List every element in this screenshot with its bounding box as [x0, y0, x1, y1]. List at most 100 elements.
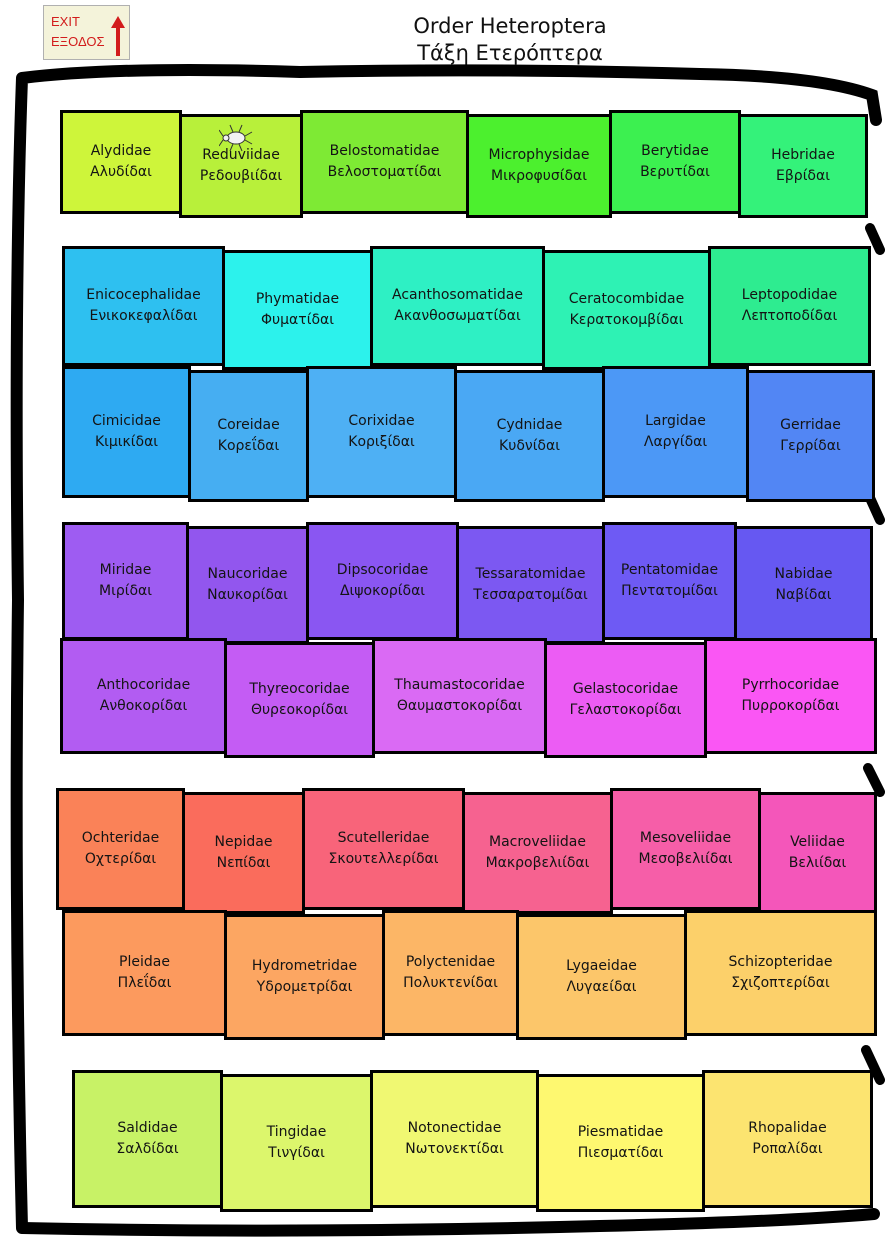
cell-label-en: Tingidae [266, 1124, 327, 1140]
cell-label-gr: Βελιίδαι [788, 855, 847, 871]
cell-label-en: Cydnidae [496, 417, 563, 433]
cell-label-gr: Κερατοκομβίδαι [569, 312, 684, 328]
cell-label-en: Mesoveliidae [639, 830, 732, 846]
cell-label-en: Schizopteridae [728, 954, 833, 970]
cell-label-en: Dipsocoridae [336, 562, 429, 578]
cell-label-gr: Τεσσαρατομίδαι [473, 587, 588, 603]
exit-button[interactable]: EXIT ΕΞΟΔΟΣ [43, 5, 130, 60]
cell-label-gr: Υδρομετρίδαι [256, 979, 353, 995]
cell-label-gr: Ανθοκορίδαι [99, 698, 188, 714]
cell-label-gr: Ακανθοσωματίδαι [394, 308, 521, 324]
player-bug-icon [219, 124, 253, 152]
cell-label-gr: Αλυδίδαι [90, 164, 152, 180]
cell-label-gr: Πολυκτενίδαι [403, 975, 498, 991]
cell-label-en: Hebridae [771, 147, 835, 163]
page-subtitle-greek: Τάξη Ετερόπτερα [417, 41, 603, 65]
cell-label-en: Notonectidae [407, 1120, 502, 1136]
cell-label-en: Berytidae [641, 143, 709, 159]
cell-label-gr: Μικροφυσίδαι [491, 168, 587, 184]
cell-label-en: Acanthosomatidae [392, 287, 523, 303]
cell-label-en: Ochteridae [81, 830, 160, 846]
cell-label-gr: Κιμικίδαι [94, 434, 159, 450]
cell-label-en: Veliidae [790, 834, 845, 850]
cell-label-en: Enicocephalidae [86, 287, 201, 303]
exit-label-en: EXIT [51, 14, 80, 29]
cell-label-en: Piesmatidae [577, 1124, 664, 1140]
cell-label-en: Phymatidae [255, 291, 340, 307]
cell-label-gr: Κοριξίδαι [348, 434, 415, 450]
cell-label-gr: Σκουτελλερίδαι [328, 851, 439, 867]
cell-label-en: Ceratocombidae [568, 291, 685, 307]
cell-label-en: Cimicidae [92, 413, 161, 429]
cell-label-gr: Ναυκορίδαι [207, 587, 288, 603]
cell-label-en: Belostomatidae [329, 143, 440, 159]
cell-label-en: Nabidae [774, 566, 833, 582]
cell-label-gr: Κυδνίδαι [499, 438, 560, 454]
cell-label-gr: Νωτονεκτίδαι [405, 1141, 504, 1157]
cell-label-en: Lygaeidae [566, 958, 637, 974]
cell-label-en: Rhopalidae [748, 1120, 827, 1136]
cell-label-gr: Νεπίδαι [216, 855, 271, 871]
cell-label-en: Pentatomidae [620, 562, 719, 578]
cell-label-en: Thaumastocoridae [394, 677, 525, 693]
cell-label-gr: Γερρίδαι [780, 438, 841, 454]
cell-label-gr: Μεσοβελιίδαι [638, 851, 733, 867]
cell-label-gr: Πυρροκορίδαι [741, 698, 840, 714]
cell-label-gr: Ροπαλίδαι [752, 1141, 823, 1157]
page-title: Order Heteroptera [413, 14, 607, 38]
cell-label-en: Reduviidae [202, 147, 280, 163]
cell-label-gr: Ναβίδαι [775, 587, 832, 603]
cell-label-gr: Μακροβελιίδαι [485, 855, 590, 871]
cell-label-en: Hydrometridae [251, 958, 358, 974]
cell-label-en: Gelastocoridae [572, 681, 679, 697]
cell-label-en: Gerridae [780, 417, 841, 433]
cell-label-en: Nepidae [214, 834, 273, 850]
cell-label-en: Largidae [645, 413, 706, 429]
